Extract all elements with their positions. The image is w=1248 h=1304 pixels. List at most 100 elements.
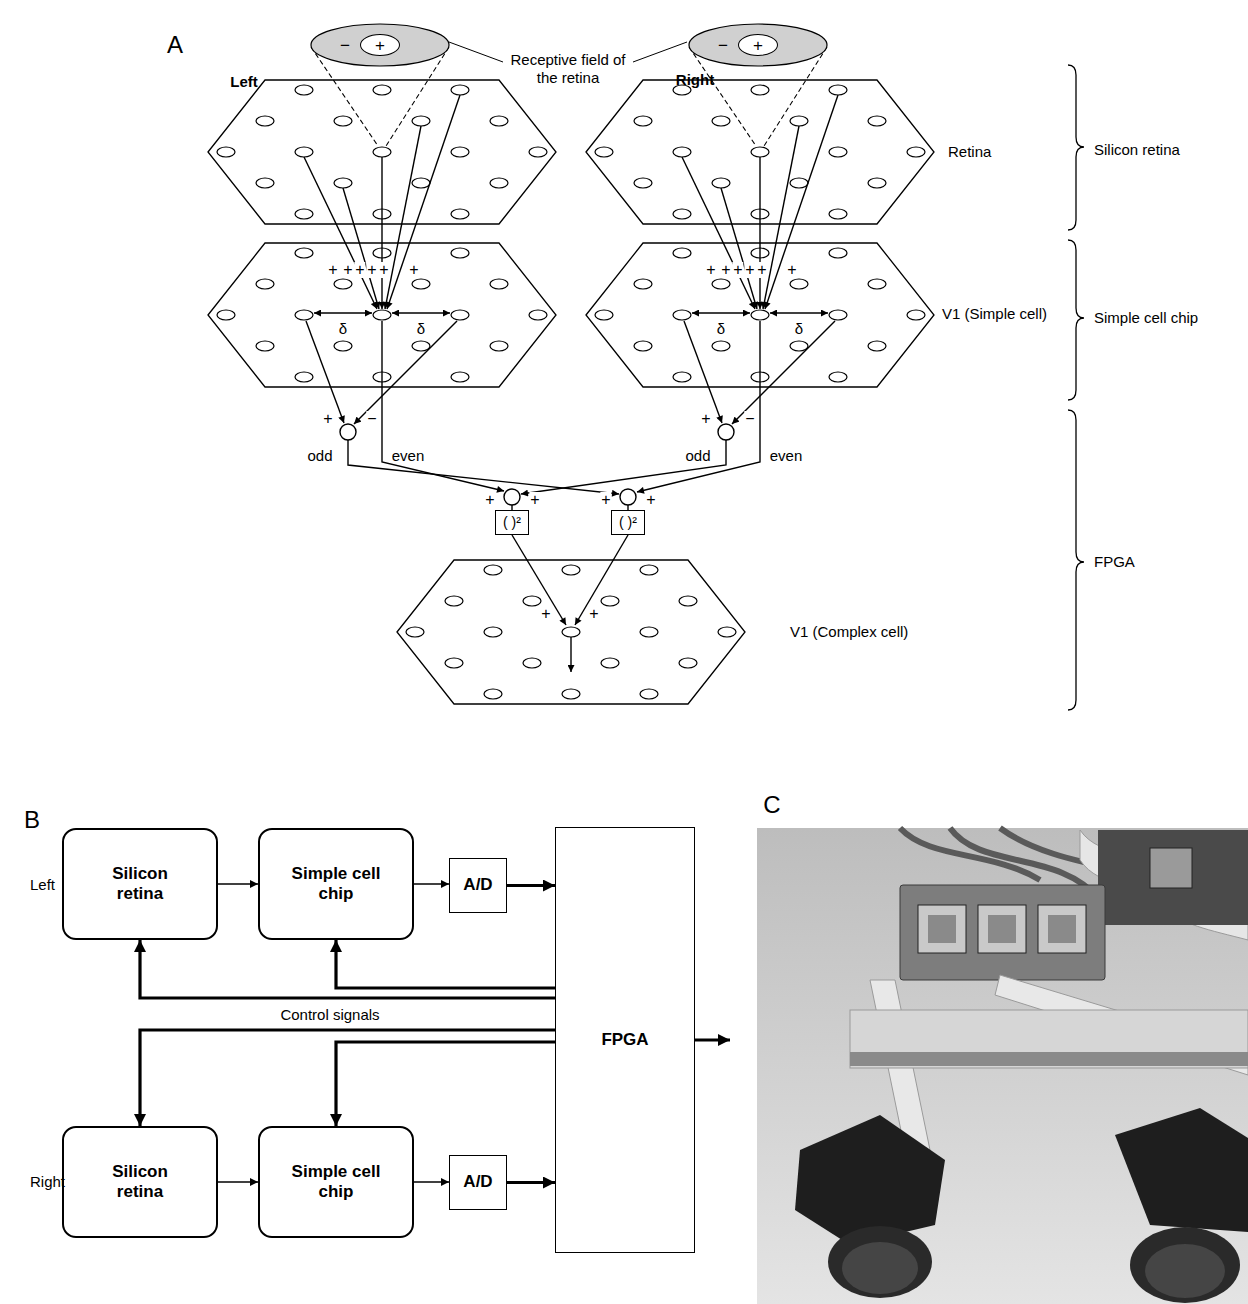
brackets	[1068, 65, 1084, 710]
chip	[1038, 905, 1086, 953]
phase-label: even	[392, 447, 425, 465]
receptive-field-sign: −	[718, 37, 728, 54]
converter-box: A/D	[449, 1155, 507, 1210]
signal-arrow	[414, 1181, 449, 1183]
chip	[928, 915, 956, 943]
weight-sign: +	[484, 492, 495, 508]
curly-brace	[1068, 65, 1084, 230]
eye-label: Left	[230, 73, 258, 91]
curly-brace	[1068, 240, 1084, 400]
offset-symbol: δ	[717, 320, 725, 338]
weight-sign: +	[366, 262, 377, 278]
bracket-label: Simple cell chip	[1094, 309, 1198, 327]
even-wire	[382, 321, 504, 491]
eye-label: Left	[30, 876, 55, 894]
weight-sign: +	[705, 262, 716, 278]
weight-sign: +	[342, 262, 353, 278]
weight-sign: −	[744, 411, 755, 427]
signal-arrow	[218, 883, 258, 885]
camera-lens	[1130, 1227, 1240, 1303]
weight-sign: +	[540, 606, 551, 622]
box-label: Silicon retina	[100, 1162, 180, 1203]
metal-bracket	[850, 1010, 1248, 1068]
silicon-retina-box: Silicon retina	[62, 828, 218, 940]
eye-label: Right	[30, 1173, 65, 1191]
weight-sign: +	[756, 262, 767, 278]
bracket-label: FPGA	[1094, 553, 1135, 571]
weight-sign: +	[645, 492, 656, 508]
weight-sign: +	[529, 492, 540, 508]
camera-lens	[828, 1226, 932, 1298]
phase-label: odd	[685, 447, 710, 465]
simple-cell-chip-box: Simple cell chip	[258, 1126, 414, 1238]
even-wire	[637, 321, 760, 492]
receptive-field-sign: −	[340, 37, 350, 54]
phase-label: odd	[307, 447, 332, 465]
receptive-field-sign: +	[738, 34, 778, 56]
signal-label: Control signals	[280, 1006, 379, 1024]
box-label: ( )²	[619, 515, 637, 530]
silicon-retina-box: Silicon retina	[62, 1126, 218, 1238]
box-label: Simple cell chip	[284, 864, 388, 905]
metal-rod	[850, 1052, 1248, 1066]
weight-sign: −	[366, 411, 377, 427]
weight-sign: +	[720, 262, 731, 278]
offset-symbol: δ	[795, 320, 803, 338]
simple-cell-chip-box: Simple cell chip	[258, 828, 414, 940]
weight-sign: +	[322, 411, 333, 427]
output-arrow	[570, 637, 571, 672]
layer-label: V1 (Complex cell)	[790, 623, 908, 641]
offset-symbol: δ	[417, 320, 425, 338]
signal-arrow	[507, 884, 555, 887]
complex-cell-hexagon	[397, 560, 745, 704]
box-label: Silicon retina	[100, 864, 180, 905]
eye-label: Right	[676, 71, 714, 89]
chip-board	[900, 885, 1105, 980]
weight-sign: +	[354, 262, 365, 278]
panel-letter: C	[763, 791, 780, 820]
signal-arrow	[218, 1181, 258, 1183]
curly-brace	[1068, 410, 1084, 710]
weight-sign: +	[732, 262, 743, 278]
panel-letter: A	[167, 31, 183, 60]
photo-ground	[757, 828, 1248, 1304]
chip	[988, 915, 1016, 943]
camera-body	[795, 1115, 945, 1245]
weight-sign: +	[408, 262, 419, 278]
hexagon-layers	[208, 80, 934, 704]
fpga-box: FPGA	[555, 827, 695, 1253]
weight-sign: +	[786, 262, 797, 278]
box-label: FPGA	[601, 1030, 648, 1050]
offset-symbol: δ	[339, 320, 347, 338]
receptive-field: −+	[310, 23, 450, 67]
receptive-field-surround	[311, 24, 449, 66]
chip	[978, 905, 1026, 953]
sum-node	[620, 489, 636, 505]
square-operator-box: ( )²	[611, 510, 645, 535]
box-label: A/D	[463, 1172, 492, 1192]
chip	[1150, 848, 1192, 888]
signal-arrow	[140, 1030, 555, 1126]
signal-arrow	[507, 1181, 555, 1184]
converter-box: A/D	[449, 858, 507, 913]
chip	[918, 905, 966, 953]
chip	[1048, 915, 1076, 943]
output-arrow	[695, 1038, 730, 1041]
layer-label: Retina	[948, 143, 991, 161]
wiring	[304, 42, 838, 672]
receptive-field-surround	[689, 24, 827, 66]
box-label: Simple cell chip	[284, 1162, 388, 1203]
bracket-label: Silicon retina	[1094, 141, 1180, 159]
box-label: A/D	[463, 875, 492, 895]
weight-sign: +	[700, 411, 711, 427]
fpga-board	[1098, 830, 1248, 925]
camera-lens	[842, 1242, 918, 1294]
camera-lens	[1145, 1244, 1225, 1298]
square-operator-box: ( )²	[495, 510, 529, 535]
layer-label: V1 (Simple cell)	[942, 305, 1047, 323]
signal-arrow	[414, 883, 449, 885]
signal-arrow	[336, 940, 555, 988]
receptive-field-sign: +	[360, 34, 400, 56]
callout-label: Receptive field of the retina	[509, 51, 627, 87]
signal-arrow	[336, 1042, 555, 1126]
